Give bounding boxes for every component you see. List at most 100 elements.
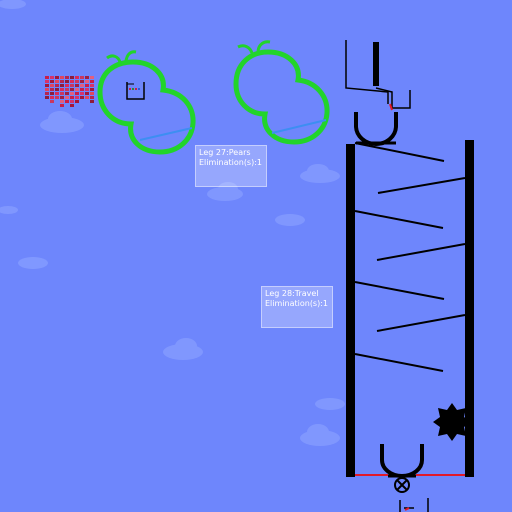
marble-swatch xyxy=(65,84,69,87)
pear-cup-marbles xyxy=(129,88,140,90)
marble-swatch xyxy=(90,92,94,95)
chute-post xyxy=(373,42,379,86)
marble-swatch xyxy=(90,76,94,79)
marble-swatch xyxy=(50,96,54,99)
zigzag-tower xyxy=(346,140,474,512)
marble-swatch xyxy=(50,92,54,95)
marble-swatch xyxy=(45,80,49,83)
marble-swatch xyxy=(55,84,59,87)
pear-left xyxy=(97,50,196,155)
marble-swatch xyxy=(60,84,64,87)
pear-stem-left xyxy=(237,44,254,54)
marble-swatch xyxy=(80,96,84,99)
marble-swatch xyxy=(65,92,69,95)
marble-swatch xyxy=(55,92,59,95)
leg-label-28: Leg 28:Travel Elimination(s):1 xyxy=(261,286,333,328)
marble-swatch xyxy=(85,92,89,95)
pear-stem-right xyxy=(124,50,137,62)
marble-swatch xyxy=(60,80,64,83)
pear-stem-left xyxy=(106,54,122,63)
marble-swatch xyxy=(85,76,89,79)
ramp xyxy=(354,142,445,162)
leg-label-27: Leg 27:Pears Elimination(s):1 xyxy=(195,145,267,187)
marble-swatch xyxy=(60,76,64,79)
ramp xyxy=(376,314,466,332)
marble-swatch xyxy=(75,100,79,103)
ramp xyxy=(354,281,445,300)
leg-title: Leg 28:Travel xyxy=(265,289,319,298)
marble-swatch xyxy=(70,100,74,103)
marble-swatch xyxy=(80,88,84,91)
marble-swatch xyxy=(55,80,59,83)
marble-swatch xyxy=(50,80,54,83)
marble-swatch xyxy=(85,96,89,99)
marble-swatch xyxy=(45,88,49,91)
marble-swatch xyxy=(70,80,74,83)
marble-swatch xyxy=(60,104,64,107)
tower-wall-left xyxy=(346,144,355,477)
top-chute xyxy=(345,40,411,146)
marble-swatch xyxy=(65,80,69,83)
pear-outline-icon xyxy=(233,49,330,145)
chute-red-tick xyxy=(389,103,393,111)
ramp xyxy=(377,177,466,194)
chute-frame xyxy=(345,40,389,104)
marble-swatch xyxy=(75,84,79,87)
marble-swatch xyxy=(60,96,64,99)
pear-sensor-line xyxy=(139,127,193,141)
marble-swatch xyxy=(45,92,49,95)
marble-swatch xyxy=(55,76,59,79)
marble-swatch xyxy=(85,88,89,91)
marble-swatch xyxy=(65,88,69,91)
spiked-gear-icon xyxy=(433,403,471,441)
marble-swatch xyxy=(80,76,84,79)
pear-cup xyxy=(126,82,145,100)
leg-eliminations: Elimination(s):1 xyxy=(265,299,329,308)
spinner-spokes xyxy=(396,479,408,491)
marble-swatch xyxy=(60,88,64,91)
marble-swatch xyxy=(65,100,69,103)
marble-swatch xyxy=(65,76,69,79)
marble-swatch xyxy=(55,96,59,99)
marble-swatch xyxy=(85,84,89,87)
marble-swatch xyxy=(75,80,79,83)
marble-swatch xyxy=(90,100,94,103)
marble-cluster-icon xyxy=(45,76,94,107)
pear-right xyxy=(233,40,330,145)
ramp xyxy=(376,243,466,261)
marble-swatch xyxy=(60,100,64,103)
marble-swatch xyxy=(80,84,84,87)
ramp xyxy=(354,353,444,372)
marble-swatch xyxy=(50,76,54,79)
marble-swatch xyxy=(75,92,79,95)
marble-swatch xyxy=(80,80,84,83)
marble-swatch xyxy=(70,92,74,95)
marble-swatch xyxy=(60,92,64,95)
spinner-wheel xyxy=(394,477,410,493)
pear-outline-icon xyxy=(97,59,196,155)
marble-swatch xyxy=(70,104,74,107)
marble-swatch xyxy=(80,92,84,95)
marble-swatch xyxy=(75,76,79,79)
marble-swatch xyxy=(75,96,79,99)
marble-swatch xyxy=(45,84,49,87)
marble-swatch xyxy=(45,76,49,79)
tower-wall-right xyxy=(465,140,474,477)
marble-swatch xyxy=(50,84,54,87)
marble-swatch xyxy=(75,88,79,91)
marble-swatch xyxy=(70,84,74,87)
leg-eliminations: Elimination(s):1 xyxy=(199,158,263,167)
marble-swatch xyxy=(50,100,54,103)
pear-sensor-line xyxy=(271,119,327,134)
cloud-layer xyxy=(0,0,345,446)
marble-swatch xyxy=(65,96,69,99)
ramp xyxy=(354,210,444,229)
exit-red-tick xyxy=(404,507,410,511)
marble-swatch xyxy=(90,80,94,83)
marble-swatch xyxy=(50,88,54,91)
marble-swatch xyxy=(90,84,94,87)
pear-stem-right xyxy=(256,40,271,52)
leg-title: Leg 27:Pears xyxy=(199,148,251,157)
marble-swatch xyxy=(90,88,94,91)
